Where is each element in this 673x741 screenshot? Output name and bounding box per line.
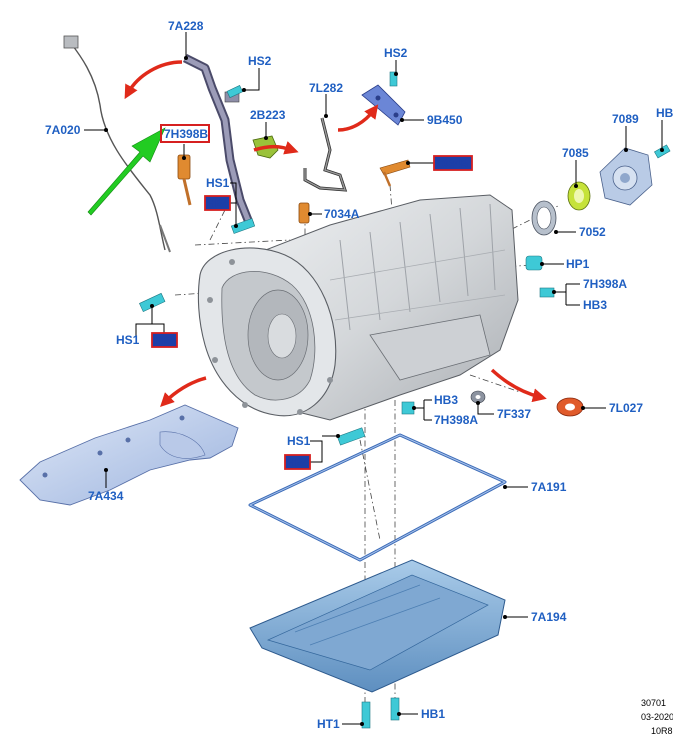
leader-lines (84, 32, 664, 726)
label-hb4-lower: HB4 (287, 457, 310, 469)
label-hb1: HB1 (421, 707, 445, 721)
label-7085: 7085 (562, 146, 589, 160)
harness-7l282 (303, 117, 348, 192)
seal-7052 (531, 200, 557, 236)
label-hb3-mid: HB3 (434, 393, 458, 407)
label-9b450: 9B450 (427, 113, 463, 127)
label-7034a: 7034A (324, 207, 360, 221)
heat-shield-7a434 (19, 404, 239, 506)
stamp-line-3: 10R8 (651, 726, 673, 736)
label-hs1-upper: HS1 (206, 176, 230, 190)
highlight-7h398b (160, 124, 210, 143)
label-7a434: 7A434 (88, 489, 124, 503)
bolt-hs1-lower (337, 427, 366, 446)
label-hs2-right: HS2 (384, 46, 408, 60)
dipstick-7a020 (63, 35, 171, 253)
highlight-boxes (151, 124, 473, 470)
label-7a020: 7A020 (45, 123, 81, 137)
label-7a194: 7A194 (531, 610, 567, 624)
reference-stamp: 30701 03-2020 10R8 (641, 698, 673, 736)
label-7h398b: 7H398B (164, 127, 208, 141)
label-2b223: 2B223 (250, 108, 286, 122)
bolt-hb1 (390, 697, 400, 721)
label-7l282: 7L282 (309, 81, 343, 95)
bolt-hs2-top-left (226, 85, 244, 99)
label-hp1: HP1 (566, 257, 590, 271)
transmission-case (197, 194, 519, 421)
bolts (139, 71, 671, 729)
label-7h398a-mid: 7H398A (434, 413, 478, 427)
bolt-ht1 (361, 701, 371, 729)
highlight-hb4-lower (284, 454, 311, 470)
label-7f337: 7F337 (497, 407, 531, 421)
sensor-7034a (298, 202, 310, 224)
bolt-hs2-top-right (389, 71, 398, 87)
label-hs1-lower: HS1 (287, 434, 311, 448)
label-7h398a-right: 7H398A (583, 277, 627, 291)
label-7089: 7089 (612, 112, 639, 126)
green-arrow (87, 127, 166, 216)
label-hb4-left: HB4 (154, 335, 177, 347)
plate-9b450 (361, 84, 406, 126)
gasket-7a191 (248, 433, 507, 562)
stamp-line-1: 30701 (641, 698, 666, 708)
stamp-line-2: 03-2020 (641, 712, 673, 722)
label-7a191: 7A191 (531, 480, 567, 494)
label-hb4-upper: HB4 (207, 198, 230, 210)
label-hb-top: HB (656, 106, 673, 120)
bolt-hs1-upper (230, 218, 256, 234)
highlight-hb4-left (151, 332, 178, 348)
plug-hp1 (525, 255, 543, 271)
label-7052: 7052 (579, 225, 606, 239)
seal-7085 (567, 181, 591, 211)
oil-pan-7a194 (249, 559, 506, 693)
label-7034b: 7034B (436, 158, 468, 170)
sensor-7034b (379, 159, 411, 187)
label-hs2-left: HS2 (248, 54, 272, 68)
highlight-hb4-upper (204, 195, 231, 211)
label-hb3-right: HB3 (583, 298, 607, 312)
label-ht1: HT1 (317, 717, 340, 731)
highlight-7034b (433, 155, 473, 171)
bolt-hs1-left (139, 292, 166, 313)
label-hs1-left: HS1 (116, 333, 140, 347)
washer-7l027 (556, 397, 584, 417)
label-7l027: 7L027 (609, 401, 643, 415)
output-flange-7089 (599, 147, 653, 206)
sensor-7h398a-right (539, 287, 555, 298)
sensor-7h398b (177, 154, 192, 206)
part-labels: 7A228 HS2 HS2 7L282 2B223 9B450 7A020 7H… (45, 19, 673, 731)
label-7a228: 7A228 (168, 19, 204, 33)
red-arrows (124, 60, 547, 407)
